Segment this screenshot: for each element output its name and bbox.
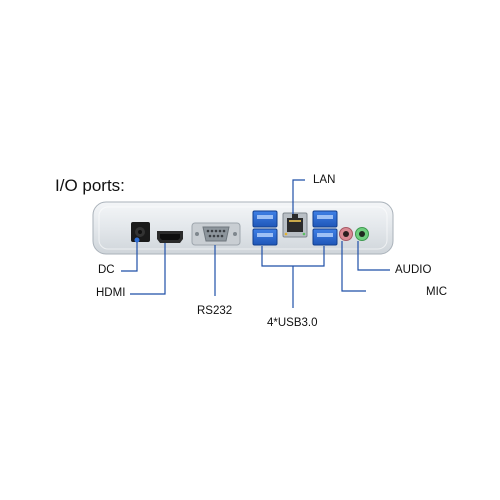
lan-port [282, 212, 308, 238]
usb-port-left-bottom [252, 228, 278, 246]
lan-label: LAN [313, 174, 336, 186]
audio-jack [355, 227, 369, 241]
usb-port-right-top [312, 210, 338, 228]
mic-leader-line [341, 241, 366, 292]
lan-leader-line [292, 179, 305, 214]
usb-port-left-top [252, 210, 278, 228]
hdmi-label: HDMI [96, 287, 126, 299]
dc-port [131, 222, 150, 243]
mic-label: MIC [426, 286, 448, 298]
mic-jack [339, 227, 353, 241]
usb-label: 4*USB3.0 [267, 317, 318, 329]
usb-port-right-bottom [312, 228, 338, 246]
rs232-port [191, 222, 241, 246]
audio-label: AUDIO [395, 264, 432, 276]
leader-lines [121, 179, 390, 308]
hdmi-port [157, 231, 183, 243]
dc-label: DC [98, 264, 115, 276]
dc-leader-line [121, 242, 138, 272]
audio-leader-line [357, 241, 390, 271]
io-ports-heading: I/O ports: [55, 176, 125, 195]
hdmi-leader-line [130, 243, 166, 295]
rs232-label: RS232 [197, 305, 233, 317]
